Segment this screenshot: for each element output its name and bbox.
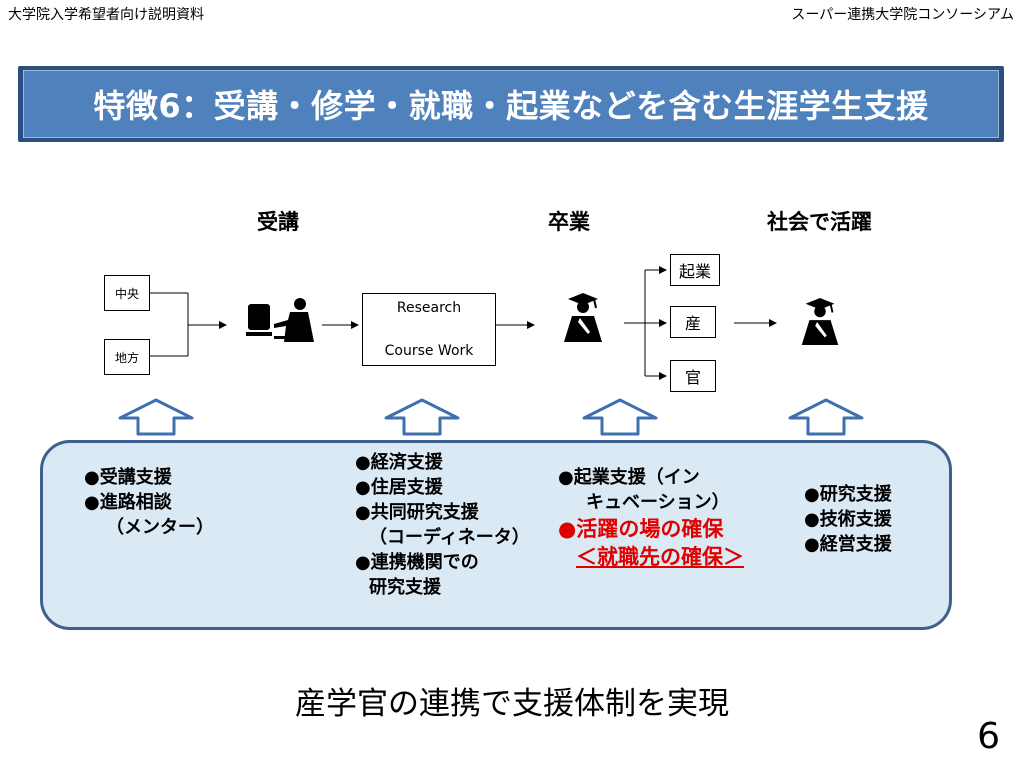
support-item: キュベーション） <box>586 492 730 513</box>
up-arrow-icon <box>788 398 864 436</box>
source-box-central: 中央 <box>104 275 150 311</box>
source-central-label: 中央 <box>114 286 139 301</box>
support-highlight: ＜就職先の確保＞ <box>576 545 744 569</box>
support-item: ●起業支援（イン <box>558 467 700 488</box>
person-at-computer-icon <box>246 298 314 342</box>
support-item: ●技術支援 <box>804 509 892 530</box>
coursework-label: Course Work <box>384 343 474 359</box>
outcome-box-industry: 産 <box>670 306 716 338</box>
support-highlight: ●活躍の場の確保 <box>558 517 724 541</box>
support-column-career: ●起業支援（イン キュベーション） ●活躍の場の確保 ＜就職先の確保＞ <box>558 465 744 571</box>
professional-graduate-icon <box>801 298 839 346</box>
support-item: （コーディネータ） <box>369 527 530 548</box>
support-item: ●受講支援 <box>84 467 172 488</box>
support-item: （メンター） <box>106 517 214 538</box>
support-item: ●住居支援 <box>355 477 443 498</box>
outcome-box-startup: 起業 <box>670 254 720 286</box>
support-column-society: ●研究支援 ●技術支援 ●経営支援 <box>804 482 892 557</box>
source-box-regional: 地方 <box>104 339 150 375</box>
graduate-icon <box>564 293 602 342</box>
stage-society: 社会で活躍 <box>767 210 872 234</box>
outcome-startup-label: 起業 <box>678 262 711 281</box>
support-item: ●経営支援 <box>804 534 892 555</box>
support-item: ●研究支援 <box>804 484 892 505</box>
outcome-box-government: 官 <box>670 360 716 392</box>
up-arrow-icon <box>582 398 658 436</box>
support-item: ●共同研究支援 <box>355 502 479 523</box>
source-regional-label: 地方 <box>114 350 139 365</box>
outcome-government-label: 官 <box>684 368 701 387</box>
stage-graduate: 卒業 <box>548 210 590 234</box>
up-arrow-icon <box>384 398 460 436</box>
page-number: 6 <box>977 716 1000 757</box>
support-item: ●進路相談 <box>84 492 172 513</box>
support-column-attend: ●受講支援 ●進路相談 （メンター） <box>84 465 214 540</box>
research-label: Research <box>396 300 462 316</box>
stage-attend: 受講 <box>257 210 299 234</box>
header-left: 大学院入学希望者向け説明資料 <box>8 7 204 23</box>
support-item: 研究支援 <box>369 577 441 598</box>
research-coursework-box: Research Course Work <box>362 293 496 366</box>
up-arrow-icon <box>118 398 194 436</box>
page-title: 特徴6：受講・修学・就職・起業などを含む生涯学生支援 <box>93 87 929 125</box>
support-item: ●連携機関での <box>355 552 479 573</box>
footer-caption: 産学官の連携で支援体制を実現 <box>295 686 729 722</box>
support-item: ●経済支援 <box>355 452 443 473</box>
support-column-study: ●経済支援 ●住居支援 ●共同研究支援 （コーディネータ） ●連携機関での 研究… <box>355 450 530 600</box>
header-right: スーパー連携大学院コンソーシアム <box>791 7 1014 23</box>
support-panel <box>40 440 952 630</box>
outcome-industry-label: 産 <box>684 314 701 333</box>
title-banner: 特徴6：受講・修学・就職・起業などを含む生涯学生支援 <box>18 66 1004 142</box>
